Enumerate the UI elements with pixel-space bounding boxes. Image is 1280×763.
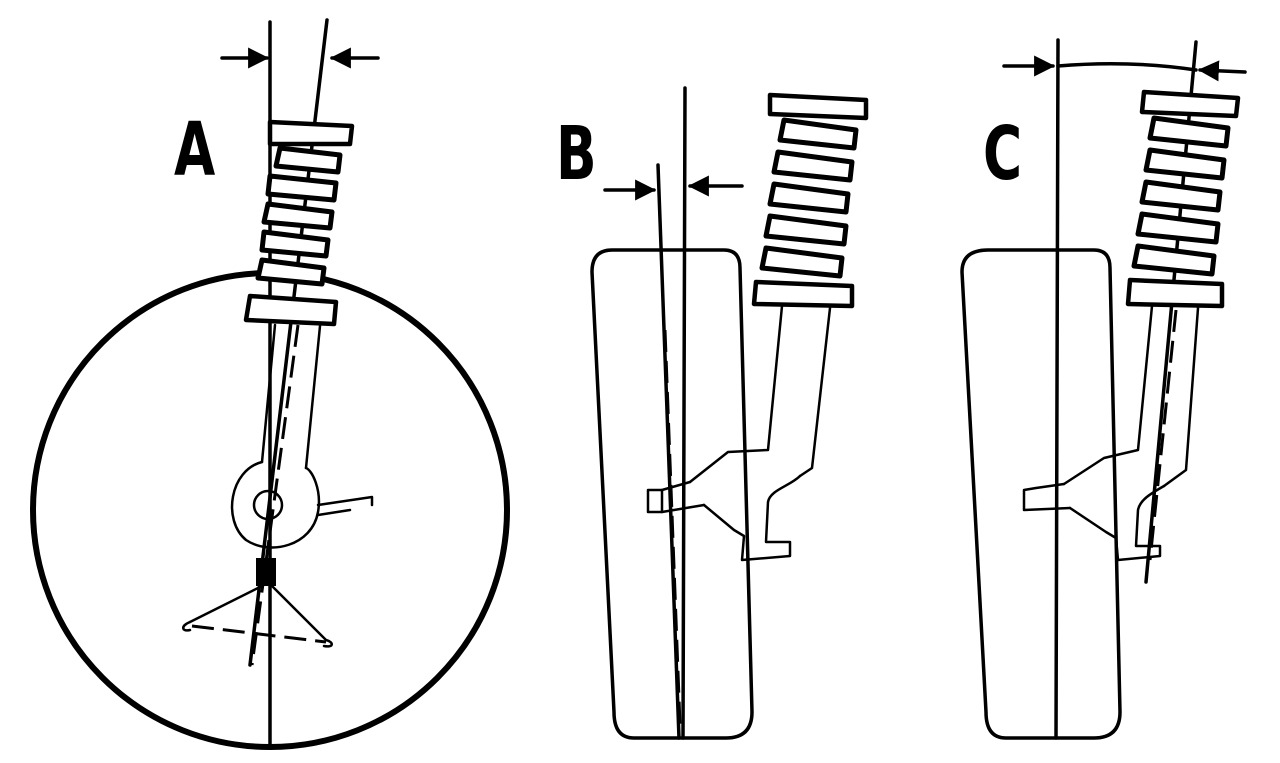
panel-b-angle-arrows [603, 175, 744, 201]
panel-b-vertical-reference-line [681, 86, 687, 740]
panel-c-tire [960, 248, 1122, 740]
panel-a-label: A [174, 107, 216, 193]
panel-b-label: B [556, 111, 597, 197]
panel-c-label: C [983, 111, 1023, 197]
panel-c-angle-arc [1056, 62, 1198, 72]
panel-c-vertical-reference-line [1054, 38, 1060, 740]
panel-a-hub [182, 460, 374, 648]
panel-b-coil-spring [751, 92, 869, 309]
panel-b [590, 86, 869, 740]
panel-b-strut [646, 304, 832, 562]
panel-b-tire [590, 248, 754, 740]
panel-c-strut [1022, 304, 1200, 562]
panel-a [30, 18, 510, 750]
panel-a-strut [250, 323, 322, 666]
panel-a-coil-spring [243, 119, 355, 327]
panel-c [960, 38, 1247, 740]
panel-c-coil-spring [1125, 89, 1241, 309]
panel-c-angle-arrows [1002, 55, 1247, 82]
panel-b-dashed-axis [663, 329, 682, 726]
